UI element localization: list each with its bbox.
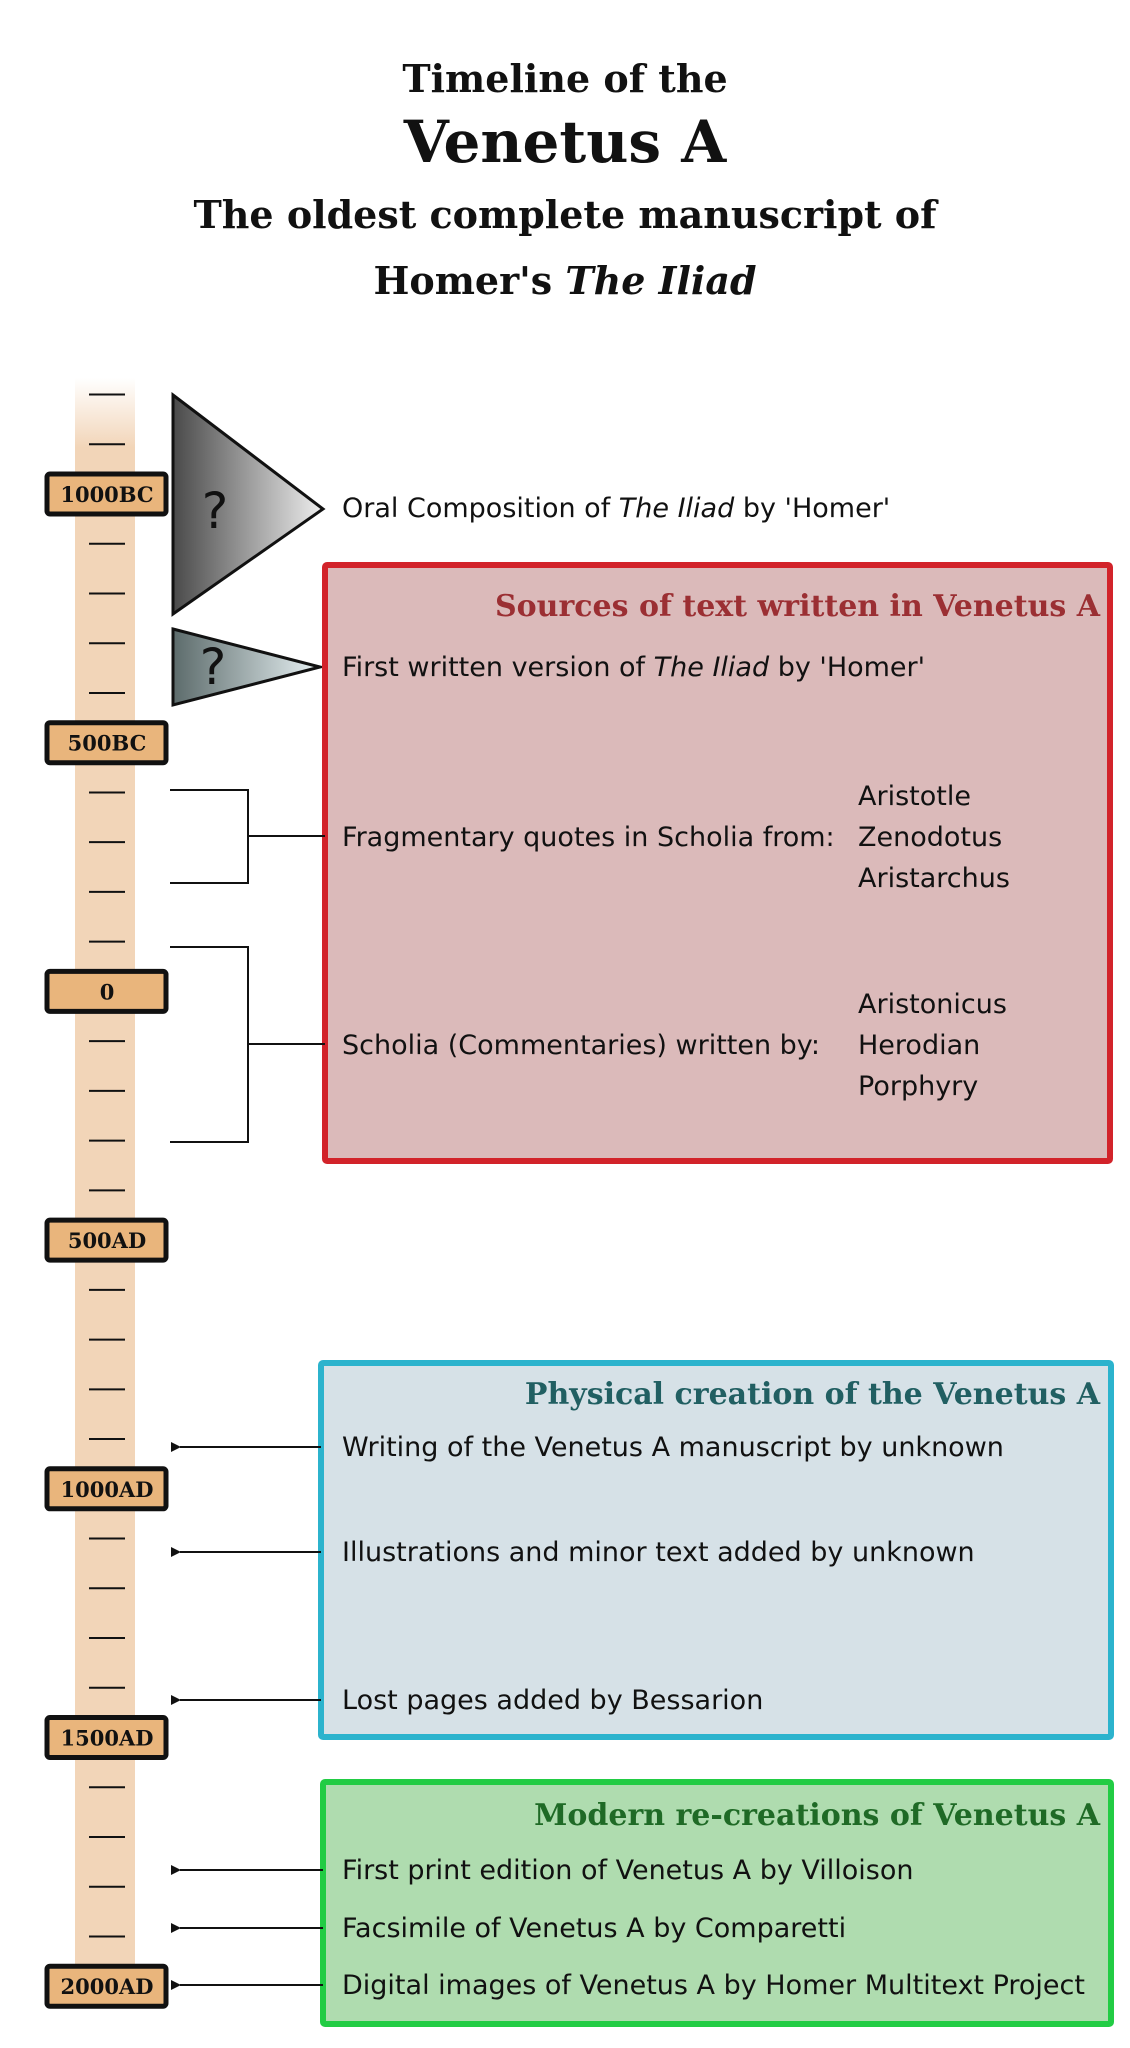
event-writing: Writing of the Venetus A manuscript by u… — [342, 1432, 1004, 1463]
oral-composition-triangle — [171, 391, 326, 617]
question-mark-2: ? — [200, 638, 227, 696]
fragmentary-name-zenodotus: Zenodotus — [858, 822, 1002, 853]
title-line-1: Timeline of the — [402, 56, 728, 101]
subtitle-line-1: The oldest complete manuscript of — [193, 192, 937, 237]
fragmentary-label: Fragmentary quotes in Scholia from: — [342, 822, 835, 853]
era-label-text: 1500AD — [61, 1726, 154, 1751]
modern-box — [320, 1779, 1114, 2027]
first-written-triangle — [171, 627, 326, 707]
timeline-ticks — [89, 393, 125, 1938]
timeline-era-labels: 1000BC 500BC 0 500AD 1000AD 1500AD 2000AD — [44, 471, 169, 2009]
event-digital: Digital images of Venetus A by Homer Mul… — [342, 1970, 1085, 2001]
era-label-box — [44, 968, 169, 1014]
era-label-text: 2000AD — [61, 1974, 154, 1999]
timeline-bar-fade — [75, 378, 135, 448]
era-label-text: 1000AD — [61, 1477, 154, 1502]
scholia-name-herodian: Herodian — [858, 1030, 980, 1061]
era-label-500ad: 500AD — [44, 1217, 169, 1263]
title-main: Venetus A — [403, 108, 727, 176]
physical-box — [318, 1360, 1114, 1740]
era-label-text: 500AD — [68, 1228, 146, 1253]
era-label-text: 500BC — [68, 731, 147, 756]
event-first-written: First written version of The Iliad by 'H… — [342, 652, 925, 683]
era-label-box — [44, 1217, 169, 1263]
subtitle-prefix: Homer's — [373, 258, 566, 303]
era-label-1500ad: 1500AD — [44, 1715, 169, 1760]
event-lost-pages: Lost pages added by Bessarion — [342, 1685, 763, 1716]
era-label-2000ad: 2000AD — [44, 1963, 169, 2009]
era-label-1000bc: 1000BC — [44, 471, 169, 517]
era-label-box — [44, 1715, 169, 1760]
sources-box — [322, 562, 1113, 1164]
era-label-box — [44, 1963, 169, 2009]
era-label-1000ad: 1000AD — [44, 1466, 169, 1512]
scholia-label: Scholia (Commentaries) written by: — [342, 1030, 820, 1061]
era-label-text: 0 — [100, 979, 115, 1004]
modern-box-title: Modern re-creations of Venetus A — [534, 1798, 1101, 1833]
fragmentary-name-aristarchus: Aristarchus — [858, 863, 1010, 894]
era-label-box — [44, 471, 169, 517]
fragmentary-bracket — [170, 789, 249, 884]
event-illustrations: Illustrations and minor text added by un… — [342, 1537, 975, 1568]
era-label-0: 0 — [44, 968, 169, 1014]
era-label-text: 1000BC — [60, 482, 153, 507]
subtitle-italic: The Iliad — [565, 258, 757, 303]
event-print: First print edition of Venetus A by Vill… — [342, 1855, 914, 1886]
scholia-name-aristonicus: Aristonicus — [858, 989, 1007, 1020]
event-facsimile: Facsimile of Venetus A by Comparetti — [342, 1913, 846, 1944]
sources-box-title: Sources of text written in Venetus A — [495, 589, 1101, 624]
event-oral-composition: Oral Composition of The Iliad by 'Homer' — [342, 493, 890, 524]
scholia-name-porphyry: Porphyry — [858, 1071, 978, 1102]
era-label-500bc: 500BC — [44, 720, 169, 766]
scholia-bracket — [170, 946, 249, 1143]
era-label-box — [44, 720, 169, 766]
physical-box-title: Physical creation of the Venetus A — [525, 1377, 1101, 1412]
subtitle-line-2: Homer's The Iliad — [0, 258, 1130, 303]
era-label-box — [44, 1466, 169, 1512]
question-mark-1: ? — [202, 482, 229, 540]
fragmentary-name-aristotle: Aristotle — [858, 781, 971, 812]
